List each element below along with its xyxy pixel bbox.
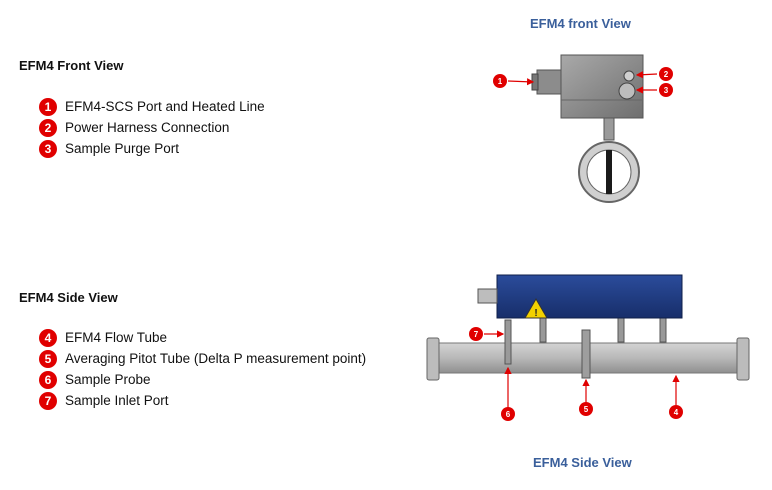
side-view-caption: EFM4 Side View xyxy=(533,455,632,470)
probe xyxy=(606,150,612,194)
front-view-title: EFM4 Front View xyxy=(19,58,124,73)
number-badge: 5 xyxy=(39,349,57,368)
legend-item: 6 Sample Probe xyxy=(39,369,366,390)
legend-item: 1 EFM4-SCS Port and Heated Line xyxy=(39,96,265,117)
callout-5: 5 xyxy=(579,402,593,416)
svg-text:4: 4 xyxy=(674,408,679,417)
side-view-legend: 4 EFM4 Flow Tube 5 Averaging Pitot Tube (D… xyxy=(39,327,366,411)
power-connector xyxy=(623,70,635,82)
side-view-drawing: ! xyxy=(426,274,750,381)
callout-6: 6 xyxy=(501,407,515,421)
flange-right xyxy=(736,337,750,381)
legend-item: 4 EFM4 Flow Tube xyxy=(39,327,366,348)
legend-item: 7 Sample Inlet Port xyxy=(39,390,366,411)
number-badge: 4 xyxy=(39,328,57,347)
callout-2: 2 xyxy=(659,67,673,81)
legend-label: Sample Probe xyxy=(65,372,151,387)
svg-text:7: 7 xyxy=(474,330,479,339)
callout-1: 1 xyxy=(493,74,507,88)
scs-port xyxy=(536,69,564,95)
svg-text:!: ! xyxy=(534,308,537,319)
legend-label: Sample Inlet Port xyxy=(65,393,169,408)
efm4-housing xyxy=(496,274,683,319)
front-view-caption: EFM4 front View xyxy=(530,16,631,31)
number-badge: 3 xyxy=(39,139,57,158)
svg-text:6: 6 xyxy=(506,410,511,419)
warning-icon xyxy=(524,298,548,319)
side-connector xyxy=(477,288,498,304)
legend-label: Averaging Pitot Tube (Delta P measuremen… xyxy=(65,351,367,366)
legend-item: 2 Power Harness Connection xyxy=(39,117,265,138)
legend-label: EFM4-SCS Port and Heated Line xyxy=(65,99,265,114)
legend-item: 3 Sample Purge Port xyxy=(39,138,265,159)
front-view-legend: 1 EFM4-SCS Port and Heated Line 2 Power Ha… xyxy=(39,96,265,159)
flange-left xyxy=(426,337,440,381)
svg-text:5: 5 xyxy=(584,405,589,414)
svg-text:2: 2 xyxy=(664,70,669,79)
callout-7: 7 xyxy=(469,327,483,341)
number-badge: 7 xyxy=(39,391,57,410)
svg-text:1: 1 xyxy=(498,77,503,86)
sample-probe xyxy=(504,319,512,365)
front-view-drawing xyxy=(531,54,644,203)
side-view-title: EFM4 Side View xyxy=(19,290,118,305)
pitot-tube xyxy=(581,329,591,379)
legend-label: EFM4 Flow Tube xyxy=(65,330,168,345)
number-badge: 2 xyxy=(39,118,57,137)
callout-4: 4 xyxy=(669,405,683,419)
callout-3: 3 xyxy=(659,83,673,97)
number-badge: 6 xyxy=(39,370,57,389)
purge-port xyxy=(618,82,636,100)
legend-label: Sample Purge Port xyxy=(65,141,180,156)
legend-item: 5 Averaging Pitot Tube (Delta P measureme… xyxy=(39,348,366,369)
svg-text:3: 3 xyxy=(664,86,669,95)
legend-label: Power Harness Connection xyxy=(65,120,230,135)
number-badge: 1 xyxy=(39,97,57,116)
